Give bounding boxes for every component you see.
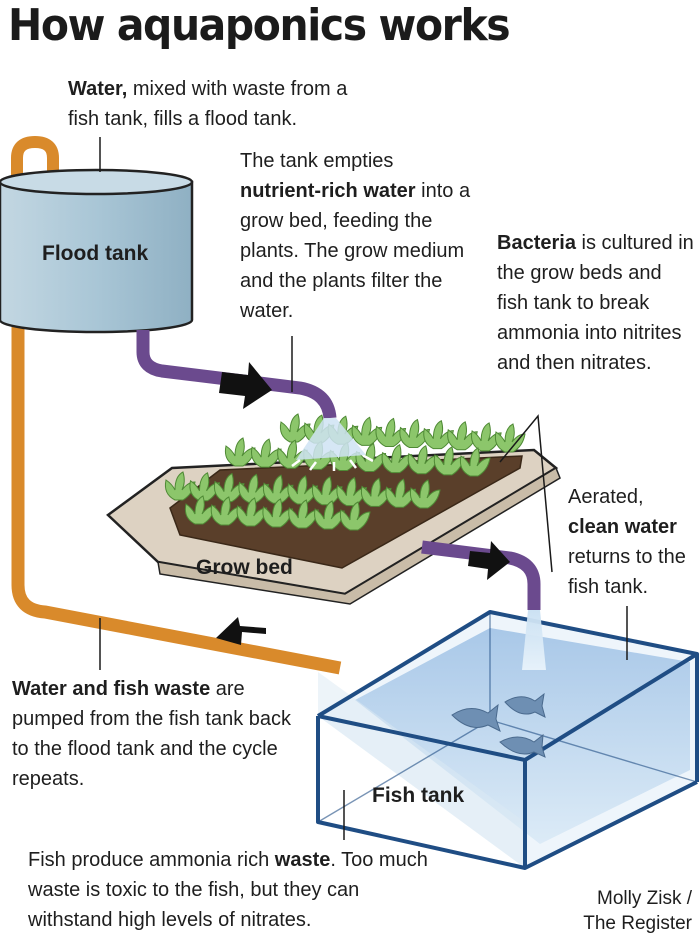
- caption-fish-produce: Fish produce ammonia rich waste. Too muc…: [28, 849, 428, 931]
- siphon-pipe: [11, 135, 59, 182]
- label-flood-tank: Flood tank: [42, 242, 149, 265]
- lettuce: [494, 423, 526, 453]
- page-title: How aquaponics works: [8, 0, 511, 51]
- lettuce: [423, 419, 454, 450]
- lettuce: [447, 421, 478, 451]
- lettuce: [287, 475, 319, 505]
- lettuce: [339, 501, 371, 531]
- label-grow-bed: Grow bed: [196, 556, 293, 579]
- lettuce: [236, 497, 268, 527]
- caption-pumped: Water and fish waste are pumped from the…: [12, 678, 292, 790]
- lettuce: [224, 437, 256, 467]
- lettuce: [399, 418, 431, 449]
- lettuce: [407, 445, 439, 475]
- lettuce: [381, 443, 413, 474]
- drain-pipe: [421, 540, 541, 610]
- lettuce: [213, 472, 245, 503]
- leader-line: [499, 414, 553, 573]
- lettuce: [164, 471, 196, 501]
- lettuce: [314, 500, 345, 530]
- water-splash: [291, 418, 374, 471]
- credit-line-1: Molly Zisk /: [597, 888, 692, 909]
- lettuce: [262, 474, 294, 504]
- lettuce: [471, 422, 502, 452]
- lettuce: [360, 477, 392, 507]
- credit-line-2: The Register: [583, 913, 692, 934]
- lettuce: [238, 473, 270, 503]
- lettuce: [184, 495, 216, 525]
- lettuce: [279, 413, 311, 443]
- flood-tank: [0, 168, 194, 334]
- lettuce: [385, 478, 417, 508]
- lettuce: [262, 498, 294, 528]
- lettuce: [375, 417, 407, 447]
- lettuce: [351, 416, 383, 446]
- lettuce: [336, 476, 368, 507]
- lettuce: [433, 446, 465, 476]
- lettuce: [251, 438, 282, 468]
- caption-water: Water, mixed with waste from a fish tank…: [68, 78, 348, 130]
- lettuce: [189, 472, 221, 502]
- water-stream: [522, 610, 546, 670]
- lettuce: [288, 499, 319, 529]
- caption-aerated: Aerated, clean water returns to the fish…: [568, 486, 686, 598]
- fish-icon: [451, 692, 546, 758]
- credit: Molly Zisk / The Register: [583, 886, 692, 936]
- return-pipe: [11, 325, 342, 675]
- lettuce: [459, 447, 491, 477]
- feed-pipe: [136, 330, 337, 419]
- caption-tank-empties: The tank empties nutrient-rich water int…: [240, 150, 471, 322]
- label-fish-tank: Fish tank: [372, 784, 465, 807]
- lettuce: [210, 496, 242, 526]
- flow-arrow-icon: [216, 362, 510, 645]
- lettuce: [409, 479, 441, 509]
- caption-bacteria: Bacteria is cultured in the grow beds an…: [497, 232, 694, 374]
- lettuce: [311, 476, 343, 506]
